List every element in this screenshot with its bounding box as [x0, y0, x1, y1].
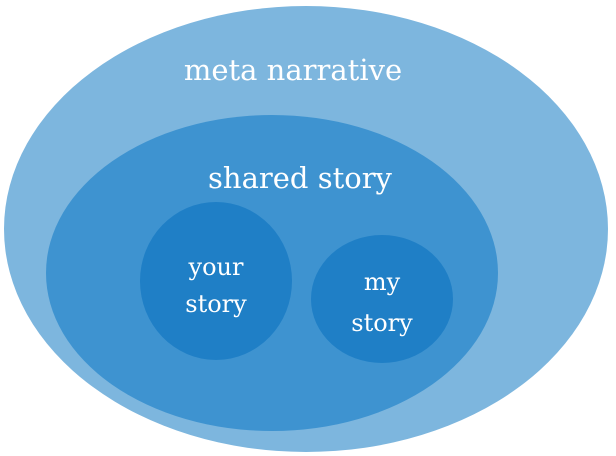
- my-story-ellipse: [311, 235, 453, 363]
- your-story-ellipse: [140, 202, 292, 360]
- my-story-label-line2: story: [351, 309, 413, 337]
- my-story-label-line1: my: [364, 268, 401, 296]
- shared-story-label: shared story: [208, 161, 393, 195]
- your-story-label-line2: story: [185, 290, 247, 318]
- your-story-label-line1: your: [188, 253, 244, 281]
- meta-narrative-label: meta narrative: [184, 53, 402, 87]
